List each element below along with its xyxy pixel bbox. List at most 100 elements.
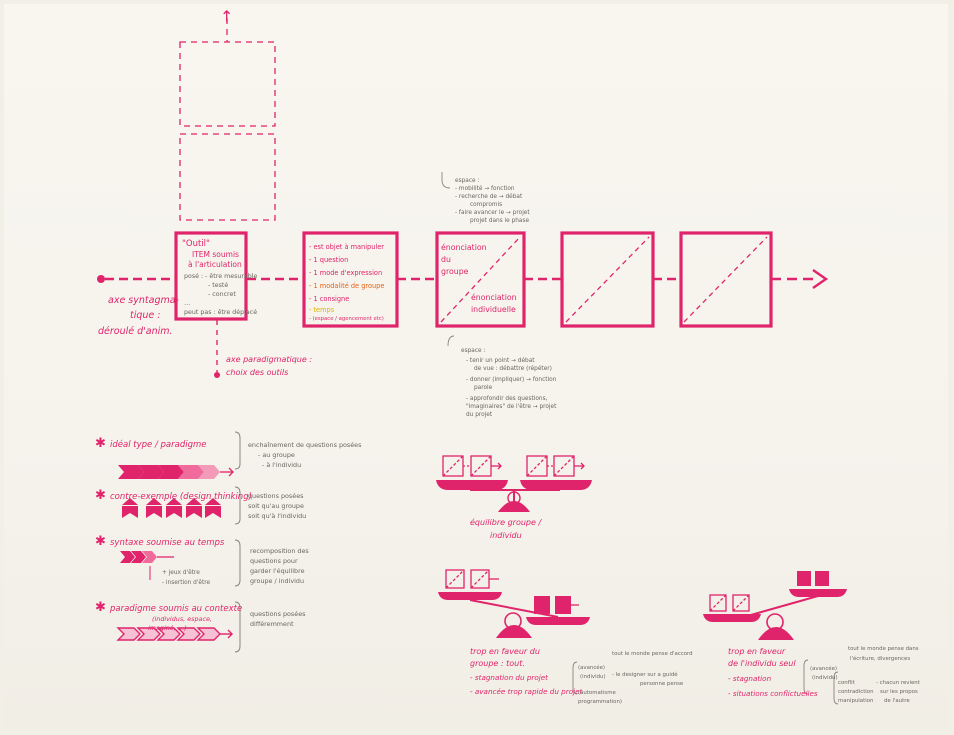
svg-text:soit qu'au groupe: soit qu'au groupe bbox=[248, 502, 304, 510]
enonciation-text: énonciation du groupe énonciation indivi… bbox=[441, 243, 517, 314]
svg-text:l'écriture, divergences: l'écriture, divergences bbox=[850, 655, 910, 662]
legend-notes: enchaînement de questions posées - au gr… bbox=[162, 441, 362, 628]
svg-text:- concret: - concret bbox=[208, 291, 236, 298]
balance-groupe bbox=[438, 569, 590, 638]
svg-text:de l'individu seul: de l'individu seul bbox=[728, 659, 796, 668]
svg-text:(individus, espace,: (individus, espace, bbox=[152, 615, 212, 623]
box-outil bbox=[174, 231, 248, 321]
svg-text:axe syntagma-: axe syntagma- bbox=[108, 295, 180, 306]
svg-text:(avancée): (avancée) bbox=[810, 665, 837, 672]
svg-text:- au groupe: - au groupe bbox=[258, 451, 295, 459]
svg-text:- recherche de → débat: - recherche de → débat bbox=[455, 193, 523, 200]
svg-text:projet dans le phase: projet dans le phase bbox=[470, 218, 529, 224]
svg-text:groupe / individu: groupe / individu bbox=[250, 577, 304, 585]
svg-text:compromis: compromis bbox=[470, 202, 502, 208]
svg-text:trop en faveur: trop en faveur bbox=[728, 647, 786, 656]
svg-text:de l'autre: de l'autre bbox=[884, 698, 910, 704]
outil-box-text: "Outil" ITEM soumis à l'articulation pos… bbox=[182, 239, 258, 316]
svg-text:- à l'individu: - à l'individu bbox=[262, 461, 301, 469]
balance-individu bbox=[703, 571, 847, 640]
svg-text:- donner (impliquer) → fonctio: - donner (impliquer) → fonction bbox=[466, 377, 557, 383]
svg-text:- est objet à manipuler: - est objet à manipuler bbox=[309, 243, 384, 251]
svg-text:✱: ✱ bbox=[95, 534, 106, 549]
svg-text:- stagnation: - stagnation bbox=[728, 674, 772, 683]
notes-above: espace : - mobilité → fonction - recherc… bbox=[455, 178, 530, 224]
outil-title: "Outil" bbox=[182, 239, 210, 249]
svg-text:tique :: tique : bbox=[130, 310, 160, 321]
svg-text:syntaxe soumise au temps: syntaxe soumise au temps bbox=[110, 538, 225, 548]
svg-text:trop en faveur du: trop en faveur du bbox=[470, 647, 540, 656]
svg-text:différemment: différemment bbox=[250, 620, 294, 628]
axis-dot bbox=[214, 372, 220, 378]
svg-text:- mobilité → fonction: - mobilité → fonction bbox=[455, 185, 515, 192]
svg-text:imaginé, …): imaginé, …) bbox=[148, 624, 187, 632]
groupe-notes: (avancée) (individu) tout le monde pense… bbox=[578, 651, 693, 705]
svg-text:individu: individu bbox=[490, 531, 522, 540]
upper-dashed-boxes bbox=[179, 18, 276, 221]
svg-text:- stagnation du projet: - stagnation du projet bbox=[470, 673, 549, 682]
svg-text:- avancée trop rapide du proje: - avancée trop rapide du projet bbox=[470, 687, 584, 696]
svg-text:enchaînement de questions posé: enchaînement de questions posées bbox=[248, 441, 362, 449]
box-enonciation bbox=[435, 231, 526, 328]
svg-text:groupe : tout.: groupe : tout. bbox=[470, 659, 525, 668]
svg-text:✱: ✱ bbox=[95, 436, 106, 451]
svg-text:de vue : débattre (répéter): de vue : débattre (répéter) bbox=[474, 365, 552, 372]
legend-titles: idéal type / paradigme contre-exemple (d… bbox=[109, 439, 252, 632]
equilibre-caption: équilibre groupe / individu bbox=[470, 517, 542, 540]
svg-text:+ jeux d'être: + jeux d'être bbox=[162, 569, 200, 576]
svg-text:- situations conflictuelles: - situations conflictuelles bbox=[728, 689, 818, 698]
individu-caption: trop en faveur de l'individu seul - stag… bbox=[728, 647, 818, 698]
svg-text:sur les propos: sur les propos bbox=[880, 689, 918, 695]
svg-text:contradiction: contradiction bbox=[838, 689, 874, 695]
svg-text:recomposition des: recomposition des bbox=[250, 547, 309, 555]
svg-text:- insertion d'être: - insertion d'être bbox=[162, 579, 211, 586]
groupe-caption: trop en faveur du groupe : tout. - stagn… bbox=[470, 647, 584, 696]
svg-text:groupe: groupe bbox=[441, 267, 469, 276]
svg-text:(automatisme: (automatisme bbox=[578, 690, 616, 696]
svg-text:manipulation: manipulation bbox=[838, 698, 873, 704]
svg-text:du: du bbox=[441, 255, 451, 264]
step-boxes bbox=[174, 231, 773, 328]
svg-text:(individu): (individu) bbox=[812, 675, 838, 681]
chevron-row-3 bbox=[120, 551, 174, 580]
svg-text:du projet: du projet bbox=[466, 412, 493, 418]
svg-text:individuelle: individuelle bbox=[471, 305, 516, 314]
svg-text:questions posées: questions posées bbox=[250, 610, 306, 618]
svg-text:questions pour: questions pour bbox=[250, 557, 298, 565]
svg-text:énonciation: énonciation bbox=[441, 243, 487, 252]
svg-text:ITEM soumis: ITEM soumis bbox=[192, 250, 239, 259]
svg-text:parole: parole bbox=[474, 385, 493, 391]
axis-labels: axe syntagma- tique : déroulé d'anim. ax… bbox=[98, 295, 312, 377]
paper-sheet bbox=[4, 4, 948, 730]
svg-text:à l'articulation: à l'articulation bbox=[188, 260, 242, 269]
svg-text:équilibre groupe /: équilibre groupe / bbox=[470, 517, 542, 527]
box-step-4 bbox=[560, 231, 655, 328]
svg-text:programmation): programmation) bbox=[578, 699, 622, 705]
chevron-row-4 bbox=[116, 627, 233, 641]
svg-text:espace :: espace : bbox=[461, 348, 485, 354]
svg-text:- faire avancer le → projet: - faire avancer le → projet bbox=[455, 210, 530, 216]
svg-text:questions posées: questions posées bbox=[248, 492, 304, 500]
svg-text:- 1 mode d'expression: - 1 mode d'expression bbox=[309, 269, 382, 277]
up-arrow-icon: ↑ bbox=[220, 7, 233, 26]
tool-items-list: - est objet à manipuler - 1 question - 1… bbox=[309, 243, 384, 322]
notes-below: espace : - tenir un point → débat de vue… bbox=[461, 348, 557, 418]
box-step-5 bbox=[679, 231, 773, 328]
svg-text:personne pense: personne pense bbox=[640, 681, 684, 687]
svg-text:conflit: conflit bbox=[838, 680, 855, 686]
svg-text:(individu): (individu) bbox=[580, 674, 606, 680]
svg-text:peut pas : être déplacé: peut pas : être déplacé bbox=[184, 308, 257, 316]
svg-text:espace :: espace : bbox=[455, 178, 479, 184]
svg-text:(avancée): (avancée) bbox=[578, 664, 605, 671]
svg-text:- 1 consigne: - 1 consigne bbox=[309, 295, 349, 303]
svg-text:idéal type / paradigme: idéal type / paradigme bbox=[110, 439, 206, 450]
legend-markers: ✱ ✱ ✱ ✱ bbox=[95, 436, 106, 615]
svg-text:énonciation: énonciation bbox=[471, 293, 517, 302]
svg-text:✱: ✱ bbox=[95, 600, 106, 615]
svg-text:axe paradigmatique :: axe paradigmatique : bbox=[226, 355, 312, 364]
svg-text:tout le monde pense d'accord: tout le monde pense d'accord bbox=[612, 651, 693, 657]
note-brackets bbox=[441, 172, 839, 705]
svg-text:posé : - être mesurable: posé : - être mesurable bbox=[184, 272, 258, 280]
